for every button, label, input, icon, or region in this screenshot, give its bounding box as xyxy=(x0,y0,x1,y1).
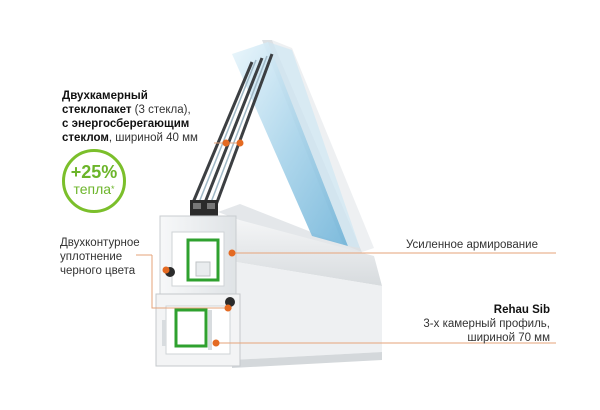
warmth-footnote-mark: * xyxy=(111,184,115,194)
leader-lines xyxy=(136,142,556,344)
glazing-label-line2: стеклопакет xyxy=(62,104,132,116)
profile-line3: шириной 70 мм xyxy=(467,332,550,344)
profile-line2: 3-х камерный профиль, xyxy=(423,318,550,330)
reinforcement-label: Усиленное армирование xyxy=(406,239,538,251)
glazing-label-line3: с энергосберегающим xyxy=(62,118,190,130)
profile-extrusion xyxy=(232,218,382,368)
glazing-label-line2-rest: (3 стекла), xyxy=(131,104,191,116)
reinforcement-frame xyxy=(174,308,208,348)
glazing-label-line4: стеклом xyxy=(62,132,109,144)
seal-label-line1: Двухконтурное xyxy=(60,237,140,249)
reinforcement-sash xyxy=(186,238,220,282)
profile-cross-section xyxy=(155,215,241,367)
warmth-word-text: тепла xyxy=(73,181,112,197)
glazing-label: Двухкамерный стеклопакет (3 стекла), с э… xyxy=(62,89,212,145)
glazing-label-line1: Двухкамерный xyxy=(62,90,148,102)
triple-glazing xyxy=(190,42,360,248)
warmth-word: тепла* xyxy=(65,181,123,197)
seal-label-line2: уплотнение xyxy=(60,251,123,263)
callout-markers xyxy=(162,139,244,347)
seal-label-line3: черного цвета xyxy=(60,265,136,277)
seal-lower xyxy=(225,297,235,307)
seal-label: Двухконтурное уплотнение черного цвета xyxy=(60,236,170,278)
glazing-label-line4-rest: , шириной 40 мм xyxy=(108,132,198,144)
profile-name: Rehau Sib xyxy=(493,304,550,316)
warmth-badge: +25% тепла* xyxy=(62,149,126,213)
warmth-percent: +25% xyxy=(70,162,118,182)
profile-label: Rehau Sib 3-х камерный профиль, шириной … xyxy=(400,303,550,345)
